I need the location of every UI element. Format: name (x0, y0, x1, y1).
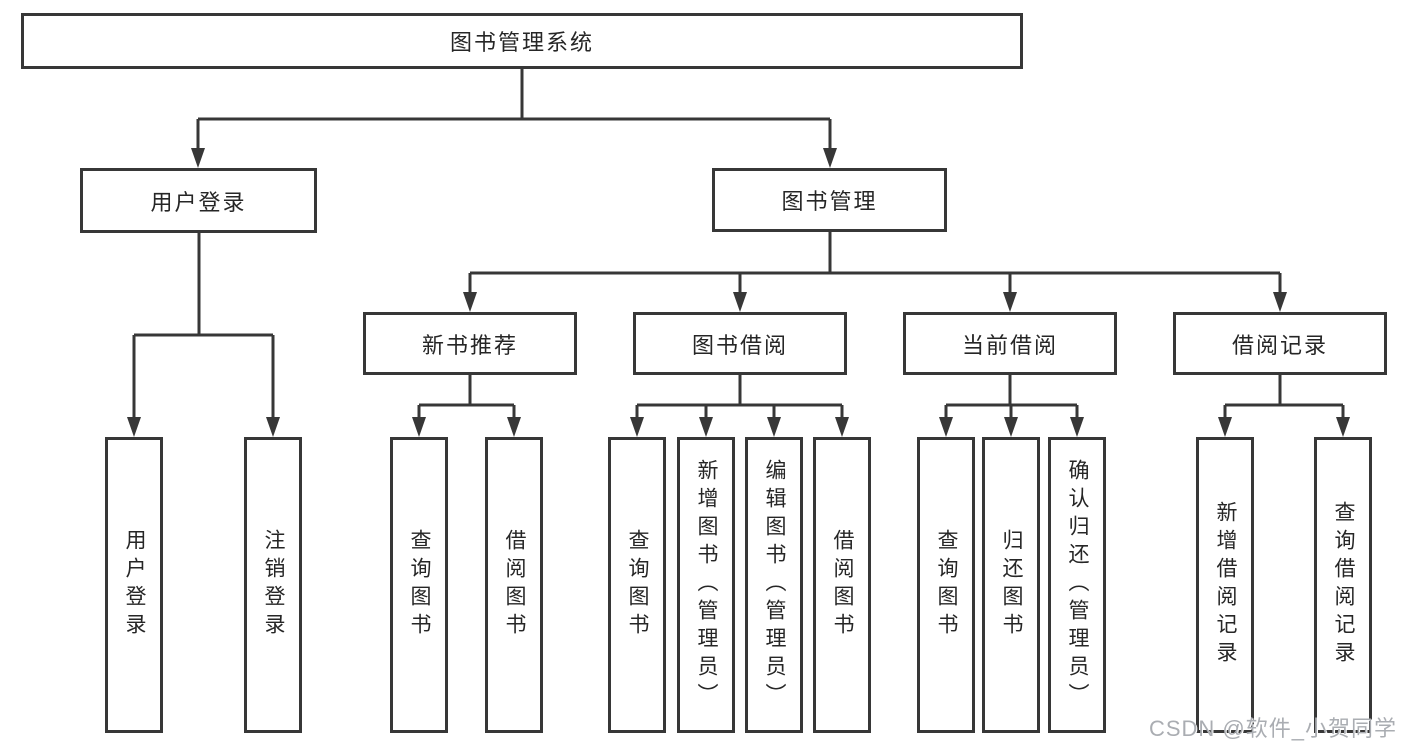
node-leaf-return-books: 归还图书 (982, 437, 1040, 733)
arrowhead (127, 417, 141, 437)
node-new-book-recommend: 新书推荐 (363, 312, 577, 375)
arrowhead (191, 148, 205, 168)
arrowhead (767, 417, 781, 437)
arrowheads (127, 148, 1350, 437)
arrowhead (1003, 292, 1017, 312)
node-leaf-add-borrow-record: 新增借阅记录 (1196, 437, 1254, 733)
node-leaf-user-login: 用户登录 (105, 437, 163, 733)
arrowhead (1273, 292, 1287, 312)
arrowhead (733, 292, 747, 312)
node-leaf-query-books-recommend: 查询图书 (390, 437, 448, 733)
arrowhead (939, 417, 953, 437)
node-leaf-borrow-books: 借阅图书 (813, 437, 871, 733)
connector-newbook-to-leaves (417, 375, 516, 421)
connector-root-to-level2 (196, 69, 832, 152)
arrowhead (507, 417, 521, 437)
connector-userlogin-to-leaves (132, 233, 275, 421)
arrowhead (630, 417, 644, 437)
connector-bookmgmt-to-level3 (468, 232, 1282, 296)
arrowhead (266, 417, 280, 437)
arrowhead (1070, 417, 1084, 437)
node-borrowing-records: 借阅记录 (1173, 312, 1387, 375)
arrowhead (1004, 417, 1018, 437)
arrowhead (1218, 417, 1232, 437)
node-leaf-edit-books-admin: 编辑图书（管理员） (745, 437, 803, 733)
arrowhead (823, 148, 837, 168)
node-leaf-confirm-return-admin: 确认归还（管理员） (1048, 437, 1106, 733)
connector-current-to-leaves (944, 375, 1079, 421)
node-leaf-query-books-current: 查询图书 (917, 437, 975, 733)
connector-record-to-leaves (1223, 375, 1345, 421)
node-leaf-logout: 注销登录 (244, 437, 302, 733)
arrowhead (412, 417, 426, 437)
node-book-borrowing: 图书借阅 (633, 312, 847, 375)
arrowhead (1336, 417, 1350, 437)
connector-borrow-to-leaves (635, 375, 844, 421)
arrowhead (835, 417, 849, 437)
node-leaf-add-books-admin: 新增图书（管理员） (677, 437, 735, 733)
node-user-login-module: 用户登录 (80, 168, 317, 233)
node-leaf-borrow-books-recommend: 借阅图书 (485, 437, 543, 733)
csdn-watermark: CSDN @软件_小贺同学 (1148, 716, 1397, 741)
node-book-management-module: 图书管理 (712, 168, 947, 232)
node-root: 图书管理系统 (21, 13, 1023, 69)
node-current-borrowing: 当前借阅 (903, 312, 1117, 375)
arrowhead (699, 417, 713, 437)
node-leaf-query-borrow-record: 查询借阅记录 (1314, 437, 1372, 733)
node-leaf-query-books-borrowing: 查询图书 (608, 437, 666, 733)
arrowhead (463, 292, 477, 312)
